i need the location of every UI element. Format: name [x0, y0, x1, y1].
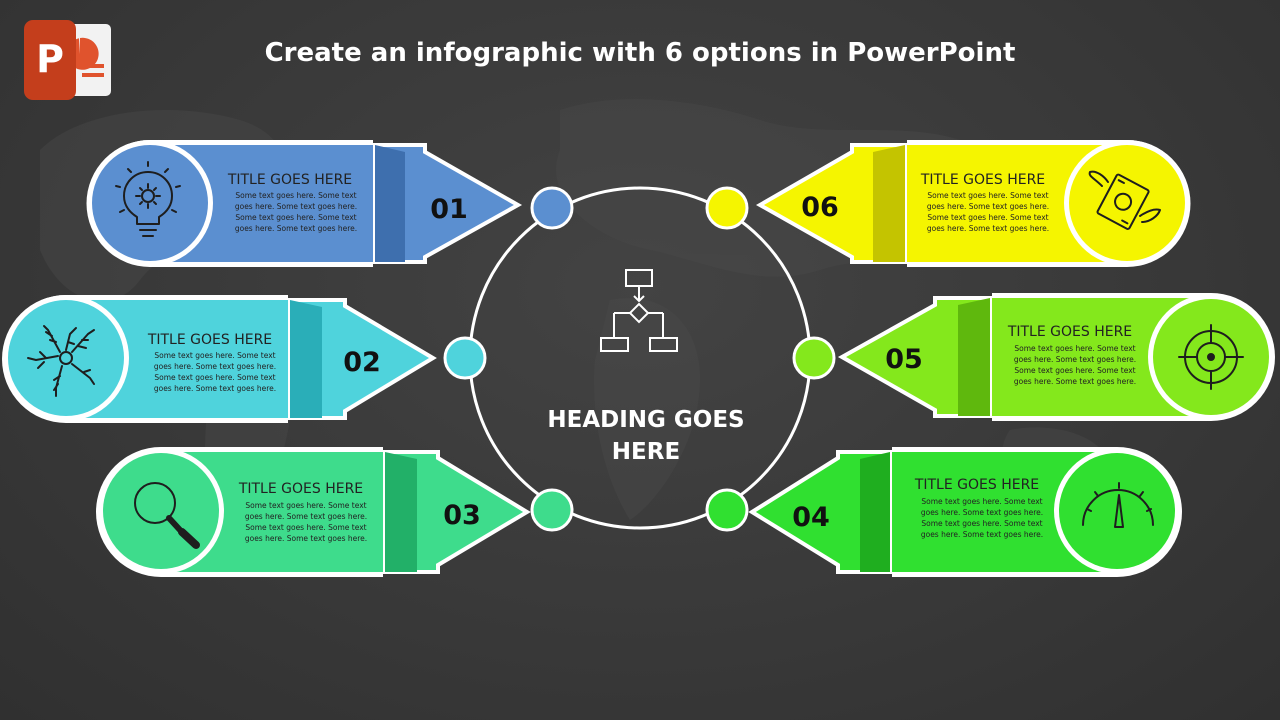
option-03-line-2: goes here. Some text goes here. — [245, 512, 367, 521]
connector-dot-06 — [705, 186, 749, 230]
option-04-line-4: goes here. Some text goes here. — [921, 530, 1043, 539]
page-title: Create an infographic with 6 options in … — [265, 38, 1016, 68]
option-04-title: TITLE GOES HERE — [914, 477, 1039, 493]
option-04-line-1: Some text goes here. Some text — [921, 497, 1042, 506]
option-01-line-4: goes here. Some text goes here. — [235, 224, 357, 233]
option-03-line-1: Some text goes here. Some text — [245, 501, 366, 510]
option-01-number: 01 — [430, 194, 468, 225]
option-03-line-4: goes here. Some text goes here. — [245, 534, 367, 543]
lightbulb-gear-icon — [115, 161, 181, 237]
option-06-line-2: goes here. Some text goes here. — [927, 202, 1049, 211]
option-01-line-1: Some text goes here. Some text — [235, 191, 356, 200]
option-05-line-3: Some text goes here. Some text — [1014, 366, 1135, 375]
option-card-05: TITLE GOES HERE Some text goes here. Som… — [840, 293, 1275, 421]
option-06-line-4: goes here. Some text goes here. — [927, 224, 1049, 233]
flowchart-icon — [600, 269, 678, 352]
option-03-title: TITLE GOES HERE — [238, 481, 363, 497]
connector-dot-04 — [705, 488, 749, 532]
option-01-title: TITLE GOES HERE — [227, 172, 352, 188]
option-02-line-1: Some text goes here. Some text — [154, 351, 275, 360]
option-02-title: TITLE GOES HERE — [147, 332, 272, 348]
center-heading-line-1: HEADING GOES — [547, 407, 744, 433]
option-card-03: TITLE GOES HERE Some text goes here. Som… — [96, 447, 529, 577]
magnifier-icon — [134, 482, 200, 549]
option-04-line-2: goes here. Some text goes here. — [921, 508, 1043, 517]
option-05-number: 05 — [885, 344, 923, 375]
option-04-number: 04 — [792, 502, 830, 533]
connector-dot-01 — [530, 186, 574, 230]
option-01-line-3: Some text goes here. Some text — [235, 213, 356, 222]
option-card-04: TITLE GOES HERE Some text goes here. Som… — [750, 447, 1182, 577]
option-03-number: 03 — [443, 500, 481, 531]
connector-dot-03 — [530, 488, 574, 532]
center-hub: HEADING GOES HERE — [443, 186, 836, 532]
connector-dot-02 — [443, 336, 487, 380]
option-card-02: TITLE GOES HERE Some text goes here. Som… — [2, 295, 435, 423]
option-06-line-3: Some text goes here. Some text — [927, 213, 1048, 222]
option-06-number: 06 — [801, 192, 839, 223]
option-06-title: TITLE GOES HERE — [920, 172, 1045, 188]
option-05-line-1: Some text goes here. Some text — [1014, 344, 1135, 353]
option-02-line-4: goes here. Some text goes here. — [154, 384, 276, 393]
option-02-line-3: Some text goes here. Some text — [154, 373, 275, 382]
connector-dot-05 — [792, 336, 836, 380]
option-05-line-4: goes here. Some text goes here. — [1014, 377, 1136, 386]
option-01-line-2: goes here. Some text goes here. — [235, 202, 357, 211]
option-02-number: 02 — [343, 347, 381, 378]
powerpoint-logo-icon: P — [24, 20, 111, 100]
option-06-line-1: Some text goes here. Some text — [927, 191, 1048, 200]
option-02-line-2: goes here. Some text goes here. — [154, 362, 276, 371]
logo-letter: P — [36, 37, 64, 81]
option-05-title: TITLE GOES HERE — [1007, 324, 1132, 340]
option-05-line-2: goes here. Some text goes here. — [1014, 355, 1136, 364]
option-04-line-3: Some text goes here. Some text — [921, 519, 1042, 528]
option-card-01: TITLE GOES HERE Some text goes here. Som… — [86, 140, 520, 267]
option-03-line-3: Some text goes here. Some text — [245, 523, 366, 532]
speedometer-icon — [1082, 482, 1154, 528]
option-card-06: TITLE GOES HERE Some text goes here. Som… — [758, 140, 1191, 267]
teamwork-hands-icon — [27, 325, 95, 397]
center-heading-line-2: HERE — [612, 439, 680, 465]
target-icon — [1178, 324, 1244, 390]
flying-money-icon — [1088, 170, 1161, 230]
